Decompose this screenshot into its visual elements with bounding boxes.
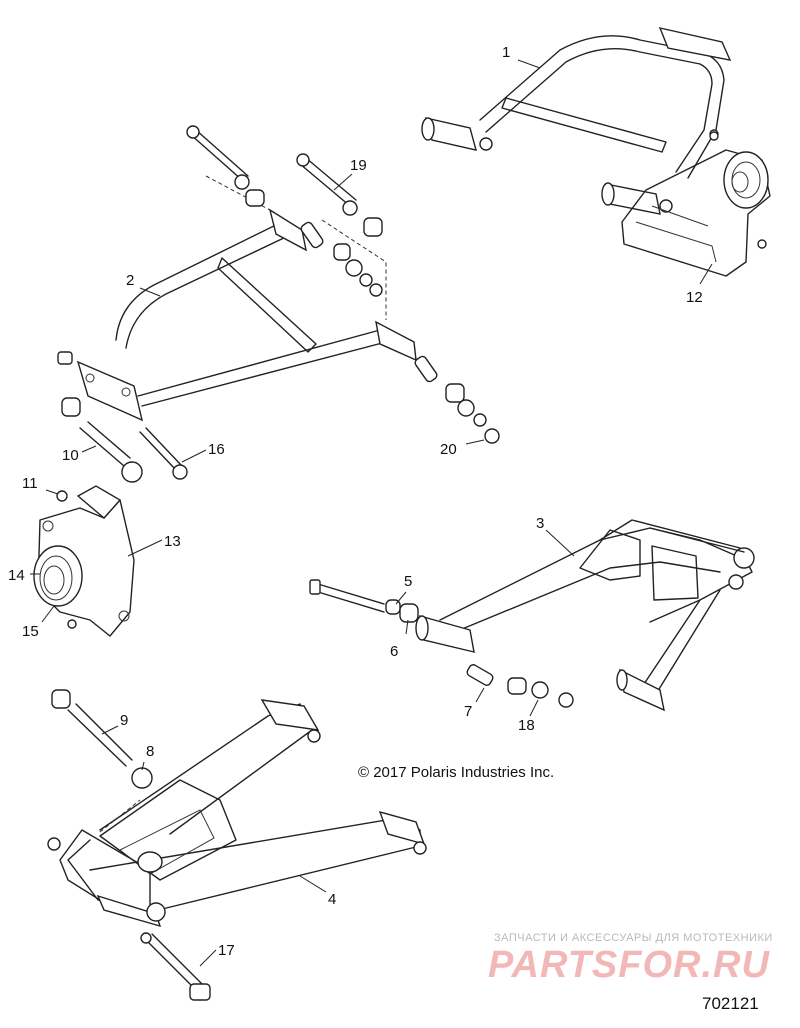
callout-19: 19 bbox=[350, 157, 367, 174]
callout-3: 3 bbox=[536, 515, 544, 532]
callout-5: 5 bbox=[404, 573, 412, 590]
callout-6: 6 bbox=[390, 643, 398, 660]
callout-4: 4 bbox=[328, 891, 336, 908]
copyright-notice: © 2017 Polaris Industries Inc. bbox=[358, 764, 555, 781]
lower-a-arm-part-3 bbox=[415, 519, 755, 712]
document-id: 702121 bbox=[702, 994, 759, 1013]
callout-20: 20 bbox=[440, 441, 457, 458]
bearing-carrier-part-12 bbox=[621, 131, 771, 277]
callout-14: 14 bbox=[8, 567, 25, 584]
callout-7: 7 bbox=[464, 703, 472, 720]
watermark-tagline: ЗАПЧАСТИ И АКСЕССУАРЫ ДЛЯ МОТОТЕХНИКИ bbox=[494, 932, 773, 944]
callout-leaders bbox=[30, 59, 713, 967]
hardware-bottom bbox=[51, 689, 211, 1001]
callout-2: 2 bbox=[126, 272, 134, 289]
callout-1: 1 bbox=[502, 44, 510, 61]
callout-labels: 1 2 3 4 5 6 7 8 9 10 11 12 13 14 15 16 1… bbox=[8, 44, 703, 959]
callout-17: 17 bbox=[218, 942, 235, 959]
callout-10: 10 bbox=[62, 447, 79, 464]
hardware-upper-left bbox=[57, 125, 500, 483]
wheel-hub-part-13 bbox=[33, 485, 135, 637]
callout-15: 15 bbox=[22, 623, 39, 640]
callout-9: 9 bbox=[120, 712, 128, 729]
watermark-brand: PARTSFOR.RU bbox=[488, 944, 770, 986]
callout-16: 16 bbox=[208, 441, 225, 458]
upper-a-arm-part-2 bbox=[76, 175, 417, 422]
callout-13: 13 bbox=[164, 533, 181, 550]
callout-8: 8 bbox=[146, 743, 154, 760]
hardware-lower-right bbox=[309, 579, 574, 708]
callout-12: 12 bbox=[686, 289, 703, 306]
callout-18: 18 bbox=[518, 717, 535, 734]
lower-a-arm-part-4 bbox=[47, 699, 427, 928]
callout-11: 11 bbox=[22, 475, 38, 492]
upper-a-arm-part-1 bbox=[421, 27, 732, 215]
